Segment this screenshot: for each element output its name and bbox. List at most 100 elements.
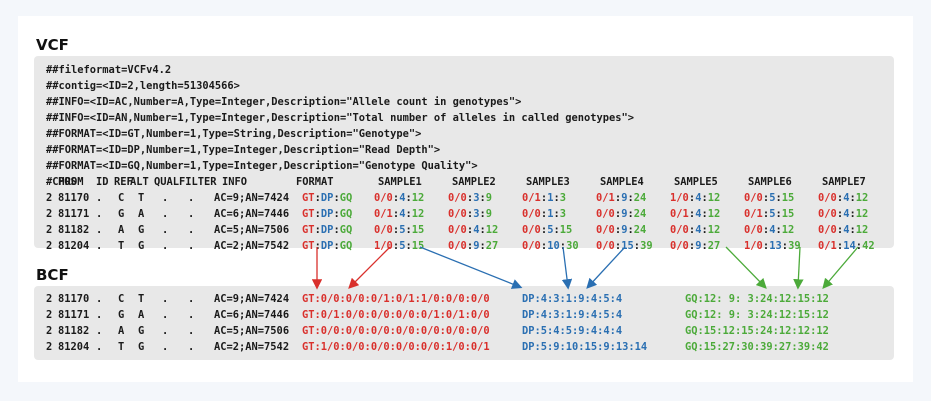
field-filter: . (188, 192, 195, 204)
sample-part: : (466, 208, 474, 220)
sample-part: 15 (559, 224, 573, 236)
sample-part: 0/1 (522, 192, 541, 204)
vcf-title: VCF (36, 36, 69, 54)
sample-part: 24 (633, 224, 647, 236)
sample-part: : (849, 208, 856, 220)
sample-part: : (405, 224, 412, 236)
bcf-gq-values: GQ:15:12:15:24:12:12:12 (685, 325, 829, 337)
sample-part: 24 (633, 208, 647, 220)
sample-part: 0/0 (670, 224, 689, 236)
sample-part: 12 (855, 224, 869, 236)
sample-part: 12 (707, 224, 721, 236)
sample-part: 1/0 (374, 240, 393, 252)
sample-part: 9 (695, 240, 702, 252)
field-info: AC=5;AN=7506 (214, 224, 290, 236)
sample-part: : (849, 192, 856, 204)
sample-part: : (688, 240, 696, 252)
bcf-gt-values: GT:0/1:0/0:0/0:0/0:0/1:0/1:0/0 (302, 309, 490, 321)
sample-part: 13 (769, 240, 782, 252)
column-header: SAMPLE3 (526, 176, 570, 188)
field-filter: . (188, 341, 195, 353)
field-filter: . (188, 325, 195, 337)
field-chrom: 2 (46, 325, 53, 337)
bcf-gq-values: GQ:15:27:30:39:27:39:42 (685, 341, 829, 353)
column-header: SAMPLE6 (748, 176, 792, 188)
sample-part: : (553, 224, 560, 236)
sample-part: 5 (399, 224, 406, 236)
sample-part: 12 (411, 192, 425, 204)
bcf-gt-values: GT:1/0:0/0:0/0:0/0:0/0:1/0:0/1 (302, 341, 490, 353)
sample-part: : (855, 240, 863, 252)
sample-part: : (762, 240, 770, 252)
field-qual: . (162, 192, 169, 204)
format-part: : (333, 240, 340, 252)
sample-part: 4 (399, 208, 406, 220)
format-part: DP (320, 208, 334, 220)
sample-part: 12 (707, 208, 721, 220)
field-ref: T (118, 240, 125, 252)
sample-part: : (553, 208, 560, 220)
sample-part: 12 (855, 208, 869, 220)
sample-part: 0/0 (448, 208, 467, 220)
sample-part: : (849, 224, 856, 236)
vcf-meta-line: ##INFO=<ID=AC,Number=A,Type=Integer,Desc… (34, 94, 894, 110)
sample-part: 3 (473, 208, 480, 220)
sample-part: 9 (621, 192, 628, 204)
field-alt: T (138, 293, 145, 305)
field-alt: G (138, 224, 145, 236)
sample-part: 3 (559, 192, 567, 204)
sample-part: : (392, 224, 400, 236)
column-header: SAMPLE1 (378, 176, 422, 188)
sample-part: 14 (843, 240, 856, 252)
sample-part: : (553, 192, 560, 204)
sample-part: 1 (547, 208, 554, 220)
bcf-dp-values: DP:4:3:1:9:4:5:4 (522, 293, 623, 305)
field-ref: A (118, 224, 125, 236)
sample-part: : (627, 224, 634, 236)
meta-text: ##FORMAT=<ID=GT,Number=1,Type=String,Des… (46, 128, 422, 140)
sample-part: 0/0 (374, 224, 393, 236)
format-part: GQ (339, 240, 353, 252)
sample-part: : (836, 192, 844, 204)
bcf-title: BCF (36, 266, 69, 284)
field-pos: 81171 (58, 309, 90, 321)
field-filter: . (188, 309, 195, 321)
field-filter: . (188, 208, 195, 220)
field-chrom: 2 (46, 309, 53, 321)
bcf-dp-values: DP:5:4:5:9:4:4:4 (522, 325, 623, 337)
field-ref: G (118, 208, 125, 220)
sample-part: : (479, 224, 486, 236)
sample-part: 0/1 (670, 208, 689, 220)
vcf-meta-line: ##FORMAT=<ID=GT,Number=1,Type=String,Des… (34, 126, 894, 142)
sample-part: 3 (473, 192, 480, 204)
sample-part: 12 (411, 208, 425, 220)
vcf-meta-line: ##fileformat=VCFv4.2 (34, 62, 894, 78)
sample-part: 0/0 (596, 208, 615, 220)
field-info: AC=6;AN=7446 (214, 208, 290, 220)
format-part: : (314, 192, 321, 204)
sample-part: 0/0 (818, 224, 837, 236)
column-header: FILTER (179, 176, 217, 188)
format-part: : (333, 208, 340, 220)
field-ref: A (118, 325, 125, 337)
sample-part: : (775, 208, 782, 220)
field-alt: T (138, 192, 145, 204)
meta-text: ##fileformat=VCFv4.2 (46, 64, 172, 76)
field-pos: 81171 (58, 208, 90, 220)
sample-part: 0/1 (374, 208, 393, 220)
field-qual: . (162, 293, 169, 305)
format-part: GQ (339, 224, 353, 236)
sample-part: : (479, 208, 486, 220)
format-part: GQ (339, 208, 353, 220)
sample-part: 15 (621, 240, 634, 252)
meta-text: ##INFO=<ID=AN,Number=1,Type=Integer,Desc… (46, 112, 635, 124)
field-filter: . (188, 293, 195, 305)
field-id: . (96, 325, 103, 337)
field-ref: C (118, 293, 125, 305)
format-part: GQ (339, 192, 353, 204)
sample-part: 4 (843, 208, 850, 220)
